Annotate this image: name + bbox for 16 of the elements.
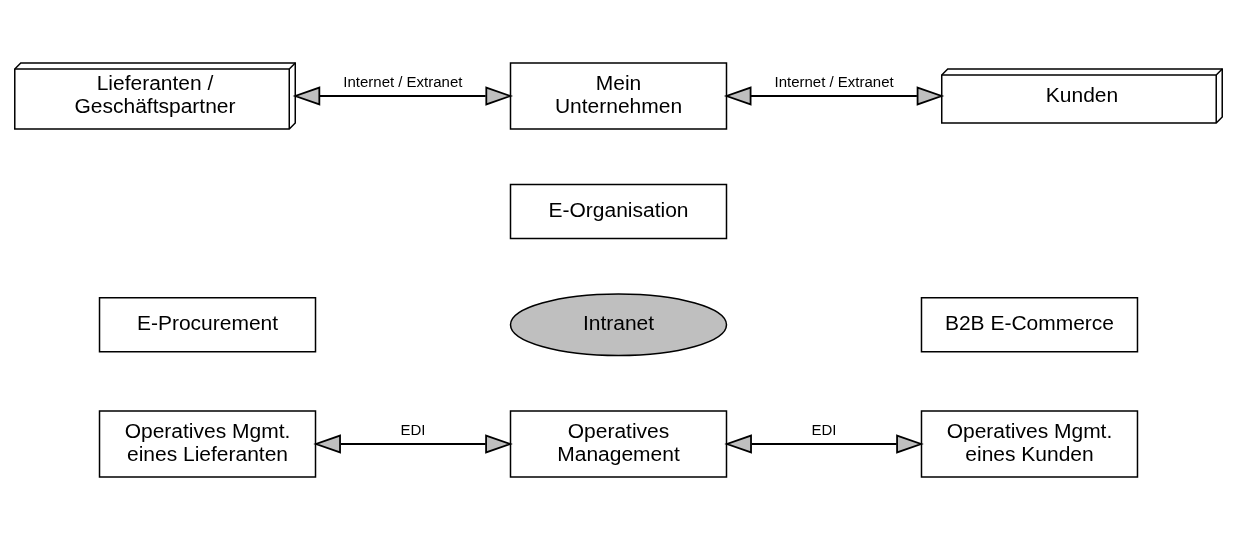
arrow bbox=[724, 434, 924, 454]
edge-label: Internet / Extranet bbox=[343, 73, 463, 90]
node-box: Operatives Mgmt. eines Lieferanten bbox=[98, 410, 317, 478]
edge-label: Internet / Extranet bbox=[774, 73, 894, 90]
node-box: Operatives Mgmt. eines Kunden bbox=[920, 410, 1139, 478]
arrow bbox=[723, 86, 945, 106]
node-box: E-Organisation bbox=[509, 183, 728, 240]
node-box: E-Procurement bbox=[98, 297, 317, 353]
edge-label: EDI bbox=[400, 421, 426, 438]
node-box: Operatives Management bbox=[509, 410, 728, 478]
arrow bbox=[313, 434, 513, 454]
arrow bbox=[292, 86, 514, 106]
node-box: Mein Unternehmen bbox=[509, 62, 728, 130]
edge-label: EDI bbox=[811, 421, 837, 438]
node-box: B2B E-Commerce bbox=[920, 297, 1139, 353]
node-ellipse: Intranet bbox=[509, 293, 728, 357]
